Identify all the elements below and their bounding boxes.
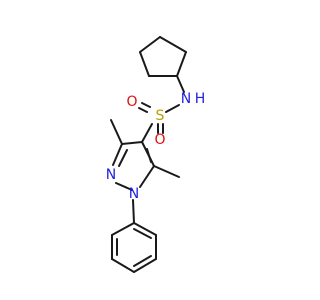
bond [139,165,155,188]
bond-methyl-c5 [153,165,180,178]
pyrazole-ring [112,141,155,191]
bond [138,107,148,113]
atom-label-nh-n: N [181,91,191,107]
bond [115,182,133,191]
bond-nh-s [165,104,180,113]
cyclopentyl-ring [139,36,187,77]
atom-label-oxygen-right: O [154,132,165,148]
sulfonyl-oxygen-bonds [138,102,164,134]
atom-labels: N H S O O N N [106,91,206,202]
bond [141,102,151,108]
bond-s-c4 [141,123,153,143]
bond [176,51,187,77]
bond-n-phenyl [132,199,135,224]
bond [139,36,161,53]
molecule-structure: N H S O O N N [106,36,206,273]
bond [112,143,123,166]
atom-label-pyrazole-n1: N [129,186,139,202]
bond [111,222,135,236]
bond [121,141,143,145]
bond [159,36,187,53]
atom-label-sulfur: S [156,108,165,124]
phenyl-ring [111,222,157,273]
bond [133,222,157,236]
bond [133,228,152,239]
atom-label-pyrazole-n2: N [106,167,116,183]
atom-label-oxygen-left: O [126,94,137,110]
bond [139,51,150,77]
bond [111,258,135,273]
atom-label-nh-h: H [195,91,206,107]
bond-methyl-c3 [110,119,123,145]
bond [118,149,128,167]
bond [133,258,157,273]
bond-cp-nh [176,75,185,93]
bond [133,255,152,267]
bond [146,148,152,163]
